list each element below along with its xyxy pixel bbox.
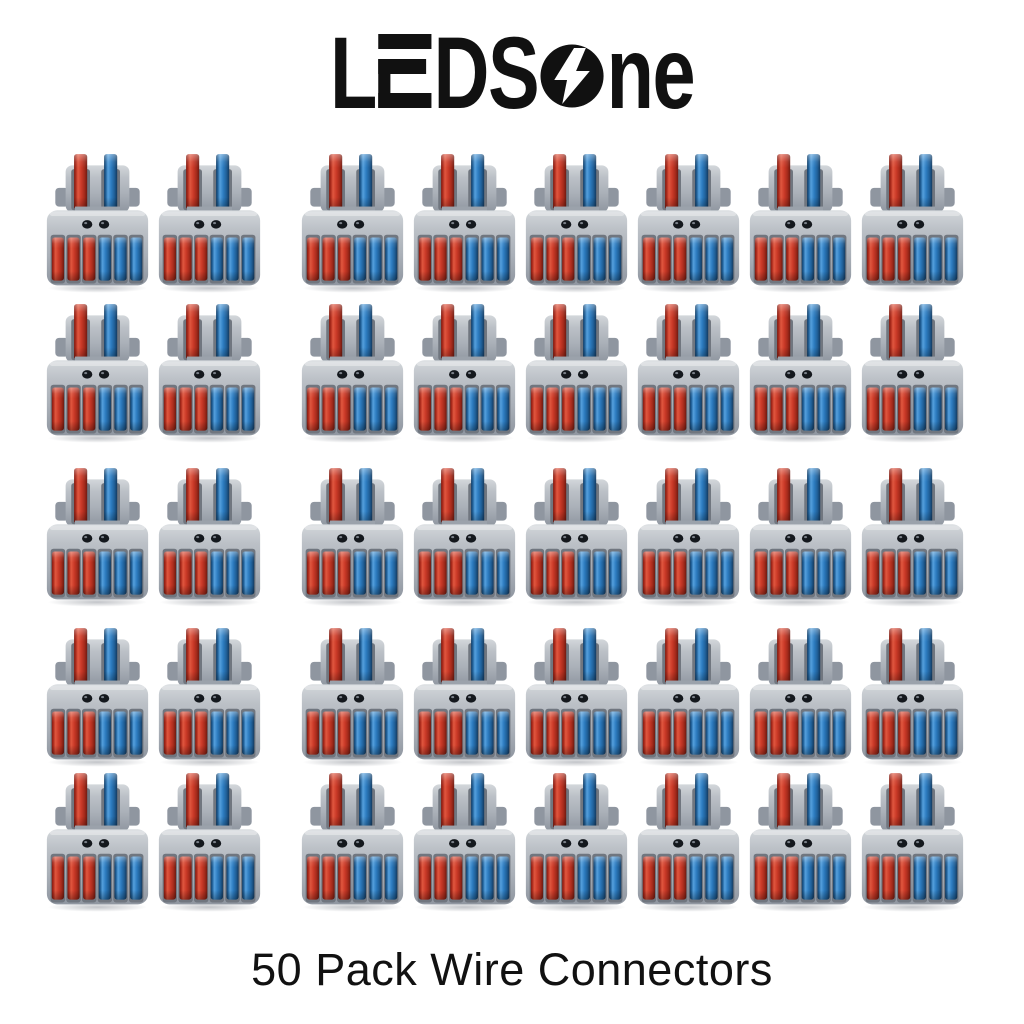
brand-logo: L DS ne: [123, 22, 901, 124]
wire-connector: [45, 466, 150, 607]
wire-connector: [524, 466, 629, 607]
wire-connector: [748, 152, 853, 293]
connector-row: [45, 626, 965, 767]
connector-group: [45, 771, 262, 912]
wire-connector: [860, 302, 965, 443]
connector-row: [45, 466, 965, 607]
wire-connector: [412, 152, 517, 293]
wire-connector: [636, 466, 741, 607]
wire-connector: [636, 771, 741, 912]
connector-group: [300, 466, 965, 607]
connector-group: [300, 771, 965, 912]
connector-group: [45, 466, 262, 607]
wire-connector: [748, 302, 853, 443]
lightning-bolt-icon: [540, 44, 604, 108]
wire-connector: [524, 302, 629, 443]
wire-connector: [524, 626, 629, 767]
wire-connector: [412, 771, 517, 912]
wire-connector: [45, 302, 150, 443]
wire-connector: [157, 466, 262, 607]
wire-connector: [860, 466, 965, 607]
wire-connector: [636, 152, 741, 293]
logo-text-ds: DS: [433, 16, 540, 130]
wire-connector: [157, 302, 262, 443]
wire-connector: [748, 626, 853, 767]
caption: 50 Pack Wire Connectors: [251, 944, 773, 995]
connector-group: [300, 626, 965, 767]
logo-text-ne: ne: [606, 16, 696, 130]
wire-connector: [524, 771, 629, 912]
wire-connector: [45, 152, 150, 293]
connector-row: [45, 302, 965, 443]
wire-connector: [157, 152, 262, 293]
wire-connector: [412, 626, 517, 767]
connector-group: [45, 626, 262, 767]
wire-connector: [636, 302, 741, 443]
wire-connector: [45, 626, 150, 767]
logo-text-l: L: [329, 16, 377, 130]
logo-letter-e: [378, 34, 432, 108]
wire-connector: [412, 302, 517, 443]
connector-group: [45, 152, 262, 293]
connector-row: [45, 771, 965, 912]
connector-group: [300, 152, 965, 293]
wire-connector: [300, 152, 405, 293]
connector-group: [300, 302, 965, 443]
wire-connector: [300, 466, 405, 607]
wire-connector: [157, 626, 262, 767]
wire-connector: [860, 626, 965, 767]
wire-connector: [636, 626, 741, 767]
wire-connector: [300, 771, 405, 912]
wire-connector: [860, 152, 965, 293]
wire-connector: [524, 152, 629, 293]
wire-connector: [748, 466, 853, 607]
wire-connector: [45, 771, 150, 912]
wire-connector: [860, 771, 965, 912]
wire-connector: [300, 302, 405, 443]
wire-connector: [300, 626, 405, 767]
wire-connector: [412, 466, 517, 607]
wire-connector: [157, 771, 262, 912]
connector-row: [45, 152, 965, 293]
wire-connector: [748, 771, 853, 912]
connector-group: [45, 302, 262, 443]
